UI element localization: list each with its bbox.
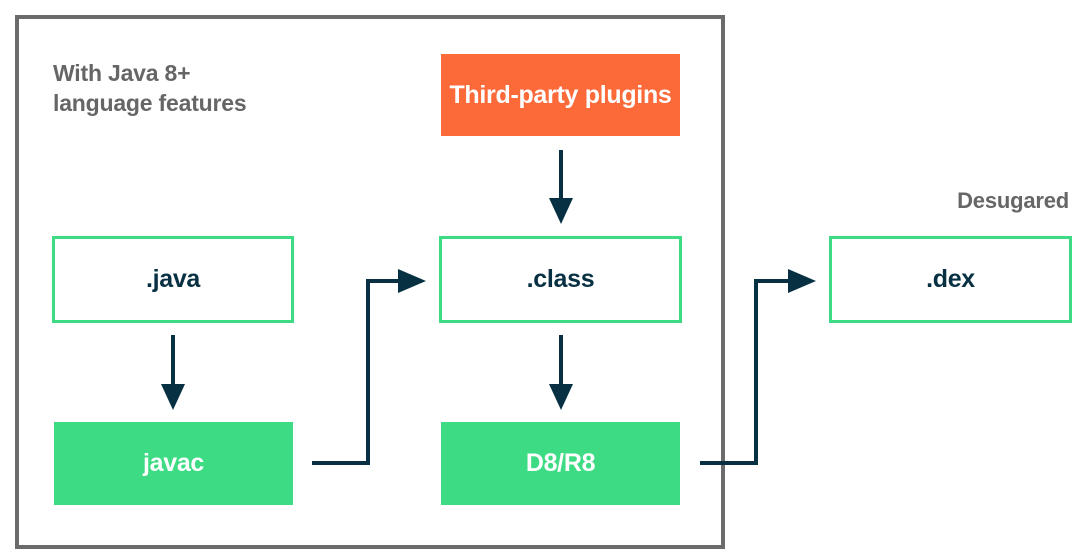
third-party-plugins-label: Third-party plugins [449, 80, 672, 109]
dex-file-label: .dex [926, 265, 975, 293]
d8-r8-label: D8/R8 [525, 449, 596, 477]
javac-label: javac [142, 449, 205, 477]
arrowhead-d8r8-to-dex [788, 269, 816, 293]
java-source-node: .java [52, 236, 294, 323]
javac-node: javac [54, 422, 293, 505]
desugared-label: Desugared [957, 188, 1069, 213]
class-file-label: .class [526, 265, 595, 293]
frame-title: With Java 8+ language features [53, 58, 313, 118]
dex-file-node: .dex [829, 236, 1072, 323]
class-file-node: .class [439, 236, 682, 323]
d8-r8-node: D8/R8 [441, 422, 680, 505]
frame-title-line-1: With Java 8+ [53, 60, 191, 86]
third-party-plugins-node: Third-party plugins [441, 54, 680, 136]
java-source-label: .java [145, 265, 201, 293]
frame-title-line-2: language features [53, 90, 247, 116]
